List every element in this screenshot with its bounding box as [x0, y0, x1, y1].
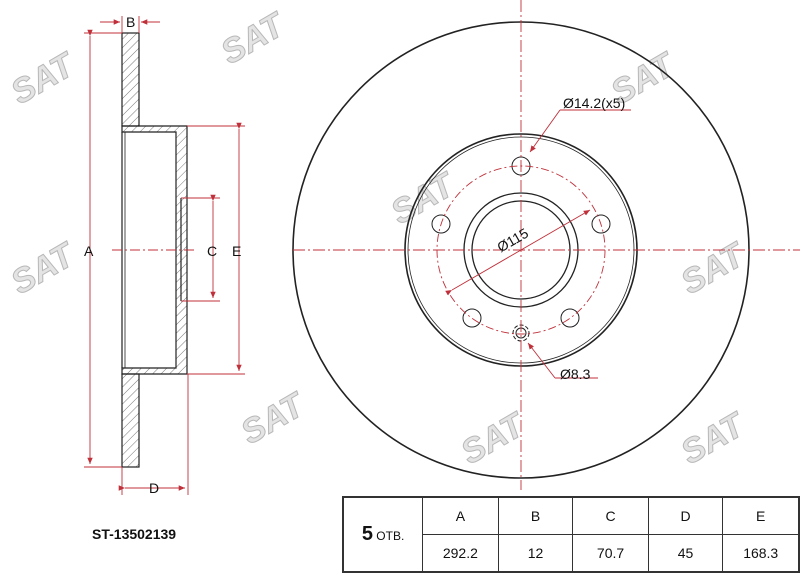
dim-label-c: C: [207, 243, 218, 259]
side-view-section: [121, 32, 188, 468]
value-b: 12: [497, 534, 574, 573]
dim-label-b: B: [126, 14, 136, 30]
part-number: ST-13502139: [92, 526, 177, 542]
holes-count: 5: [361, 523, 373, 545]
header-c: C: [572, 496, 649, 535]
holes-unit: ОТВ.: [376, 529, 405, 543]
value-e: 168.3: [722, 534, 800, 573]
header-b: B: [497, 496, 574, 535]
value-c: 70.7: [572, 534, 649, 573]
spec-table: 5 ОТВ. A B C D E 292.2 12 70.7 45 168.3: [342, 496, 800, 573]
bolt-hole: [560, 308, 580, 328]
bolt-hole-label: Ø14.2(x5): [563, 95, 626, 111]
dim-label-d: D: [149, 480, 160, 496]
value-d: 45: [647, 534, 724, 573]
dim-label-e: E: [232, 243, 242, 259]
header-e: E: [722, 496, 800, 535]
header-a: A: [422, 496, 499, 535]
bolt-hole: [591, 214, 611, 234]
value-a: 292.2: [422, 534, 499, 573]
small-hole-label: Ø8.3: [560, 366, 591, 382]
holes-cell: 5 ОТВ.: [342, 496, 424, 573]
bolt-hole: [462, 308, 482, 328]
dim-label-a: A: [84, 243, 94, 259]
header-d: D: [647, 496, 724, 535]
side-view-dimensions: [84, 16, 245, 495]
front-view-dimensions: [293, 0, 800, 490]
